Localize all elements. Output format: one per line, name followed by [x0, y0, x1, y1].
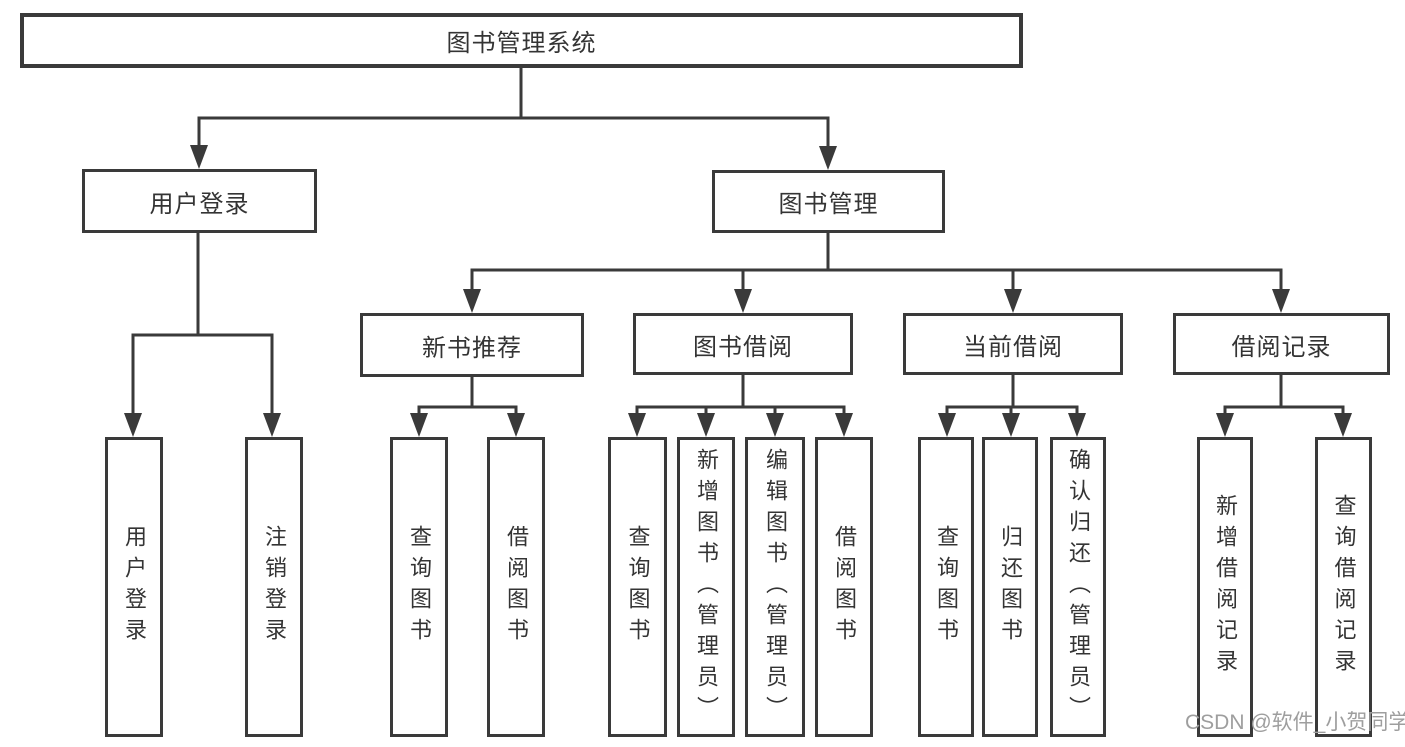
leaf-label: 新增借阅记录 [1213, 494, 1238, 680]
node-label: 图书管理系统 [446, 30, 597, 57]
leaf-label: 查询图书 [934, 525, 959, 649]
leaf-confirm-return-admin: 确认归还（管理员） [1050, 437, 1106, 737]
node-label: 当前借阅 [963, 333, 1063, 361]
csdn-watermark: CSDN @软件_小贺同学 [1185, 711, 1405, 734]
node-label: 新书推荐 [422, 334, 522, 362]
leaf-label: 查询图书 [407, 525, 432, 649]
leaf-query-borrow-record: 查询借阅记录 [1315, 437, 1372, 737]
node-current-borrowing: 当前借阅 [903, 313, 1123, 375]
leaf-label: 借阅图书 [832, 525, 857, 649]
leaf-edit-books-admin: 编辑图书（管理员） [745, 437, 805, 737]
leaf-label: 查询图书 [625, 525, 651, 649]
leaf-add-borrow-record: 新增借阅记录 [1197, 437, 1253, 737]
leaf-borrow-books: 借阅图书 [815, 437, 873, 737]
leaf-borrow-books-recommend: 借阅图书 [487, 437, 545, 737]
leaf-user-login: 用户登录 [105, 437, 163, 737]
node-label: 图书借阅 [693, 333, 793, 361]
leaf-query-books-current: 查询图书 [918, 437, 974, 737]
node-label: 图书管理 [778, 191, 879, 218]
node-label: 用户登录 [149, 190, 250, 218]
node-library-management-system: 图书管理系统 [20, 13, 1023, 68]
leaf-label: 查询借阅记录 [1331, 494, 1357, 680]
leaf-label: 新增图书（管理员） [694, 447, 719, 727]
node-borrowing-records: 借阅记录 [1173, 313, 1390, 375]
node-label: 借阅记录 [1231, 333, 1332, 361]
leaf-label: 编辑图书（管理员） [763, 447, 788, 727]
leaf-label: 注销登录 [262, 525, 287, 649]
leaf-logout: 注销登录 [245, 437, 303, 737]
node-book-management: 图书管理 [712, 170, 945, 233]
node-book-borrowing: 图书借阅 [633, 313, 853, 375]
leaf-label: 归还图书 [998, 525, 1023, 649]
node-new-book-recommend: 新书推荐 [360, 313, 584, 377]
leaf-label: 借阅图书 [504, 525, 529, 649]
leaf-add-books-admin: 新增图书（管理员） [677, 437, 735, 737]
leaf-query-books-recommend: 查询图书 [390, 437, 448, 737]
leaf-return-books: 归还图书 [982, 437, 1038, 737]
node-user-login: 用户登录 [82, 169, 317, 233]
leaf-label: 用户登录 [122, 525, 147, 649]
leaf-query-books-borrow: 查询图书 [608, 437, 667, 737]
leaf-label: 确认归还（管理员） [1066, 447, 1091, 727]
